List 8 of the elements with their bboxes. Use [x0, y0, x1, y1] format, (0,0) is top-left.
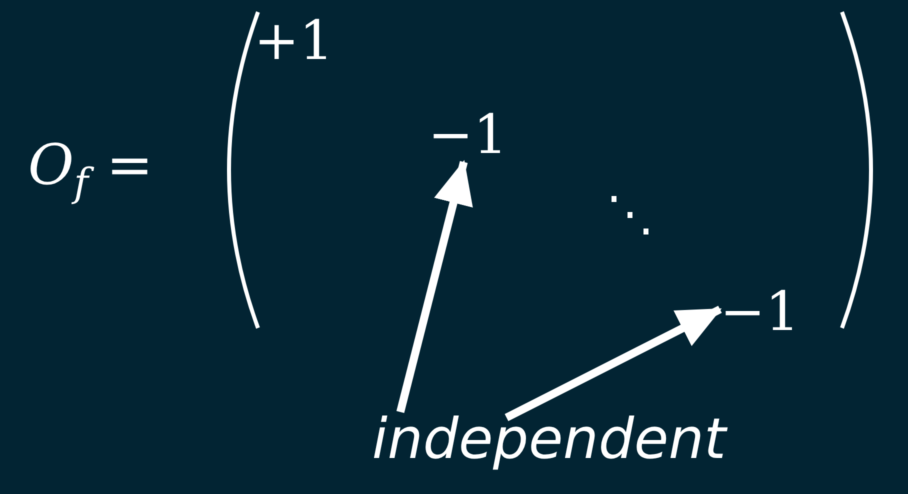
- matrix-entry: +1: [254, 14, 334, 68]
- arrow: [396, 160, 473, 413]
- diagonal-dots: ⋱: [606, 190, 654, 238]
- annotation-text: independent: [372, 412, 726, 468]
- matrix-entry: −1: [720, 285, 800, 339]
- arrow: [504, 306, 722, 422]
- matrix-entry: −1: [428, 108, 508, 162]
- equation-lhs: O$_{f}$ =: [28, 138, 154, 204]
